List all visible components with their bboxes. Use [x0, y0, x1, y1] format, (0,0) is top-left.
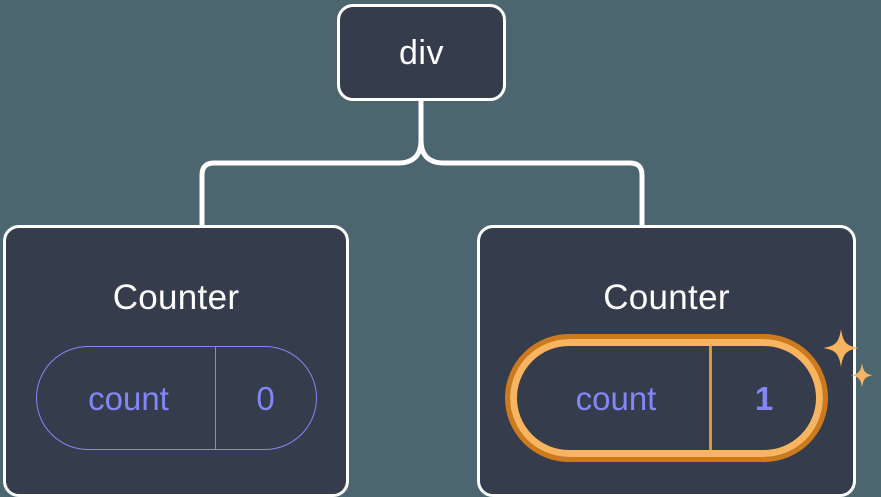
state-pill-left-wrapper: count 0 [35, 346, 317, 450]
node-counter-left[interactable]: Counter count 0 [3, 225, 349, 497]
state-pill-right-highlighted[interactable]: count 1 [505, 334, 828, 462]
state-key-right: count [575, 379, 657, 417]
state-pill-right-wrapper: count 1 [505, 329, 873, 462]
node-counter-left-label: Counter [112, 278, 240, 317]
state-key-left: count [88, 379, 169, 417]
edge-div-to-counter-left [199, 98, 424, 229]
node-counter-right-label: Counter [603, 278, 730, 317]
node-div[interactable]: div [337, 4, 506, 101]
sparkle-icon [823, 329, 873, 388]
sparkle-large-icon [823, 329, 859, 367]
state-pill-left[interactable]: count 0 [35, 346, 317, 450]
sparkle-small-icon [851, 363, 873, 388]
node-div-label: div [399, 33, 444, 72]
state-value-right: 1 [709, 346, 816, 450]
node-counter-right[interactable]: Counter count 1 [477, 225, 873, 497]
state-value-left: 0 [214, 347, 316, 449]
edge-div-to-counter-right [418, 98, 645, 229]
